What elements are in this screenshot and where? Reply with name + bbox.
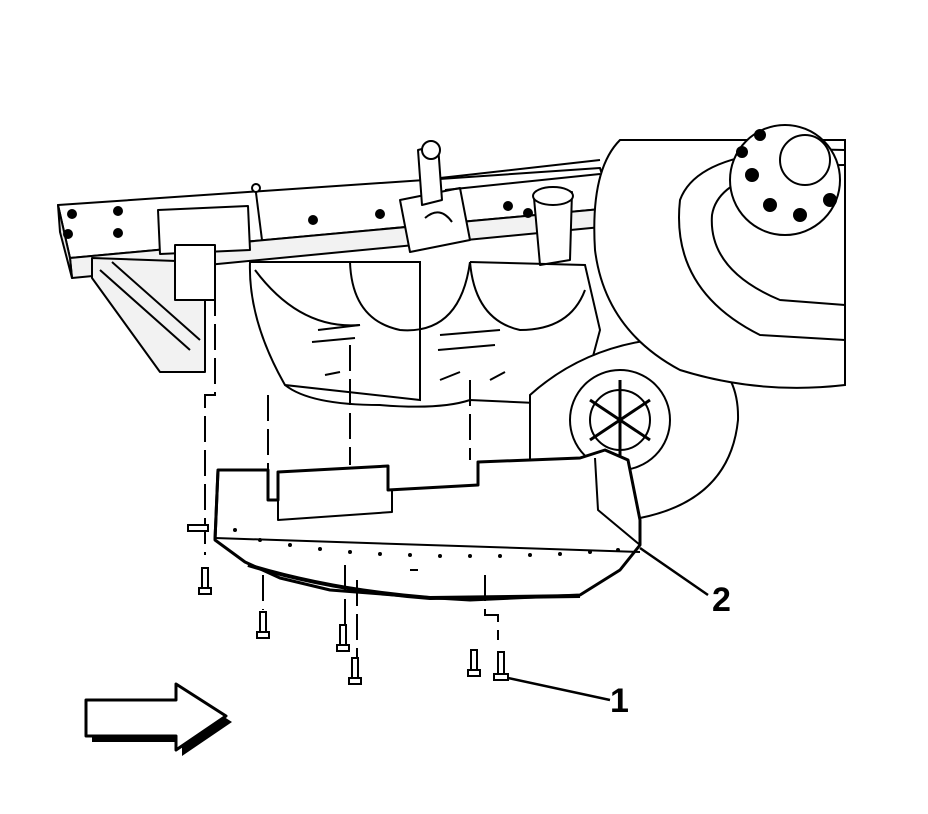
underbody-shield [213, 448, 642, 602]
bolt-icon [187, 524, 509, 685]
callout-leaders [507, 546, 709, 702]
chassis-frame [57, 140, 613, 373]
callout-label-1: 1 [610, 682, 629, 720]
callout-label-2: 2 [712, 581, 731, 619]
direction-arrow-icon [84, 682, 232, 756]
spare-tire [593, 124, 846, 389]
assembly-leader-lines [204, 290, 499, 660]
